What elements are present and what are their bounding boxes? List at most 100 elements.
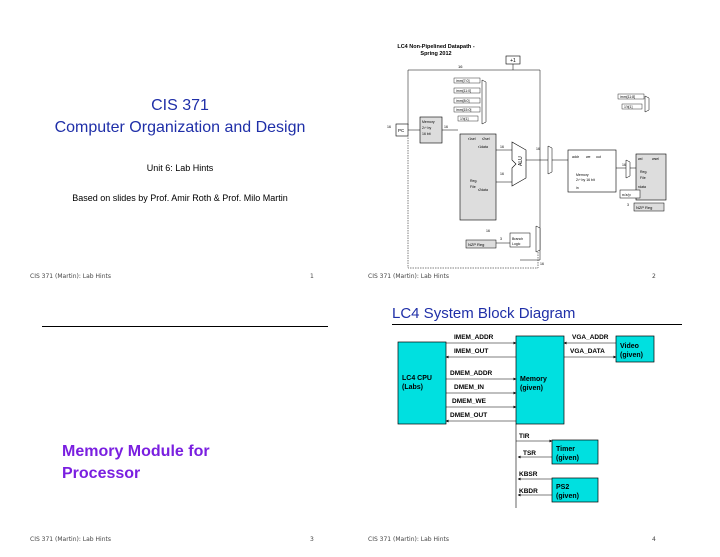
register-file-right [635,153,667,201]
timer-label-2: (given) [556,455,579,462]
nzp-width-left: 3 [500,237,502,241]
wd-label: wd [638,157,643,161]
logic-label: Logic [512,242,521,246]
plus-one-label: +1 [510,58,516,64]
signal-imem-addr: IMEM_ADDR [454,334,494,341]
dmem-port-out: out [596,155,601,159]
branch-width: 16 [486,229,490,233]
right-imm-box-2 [621,103,643,110]
imem-label: Memory [422,120,435,124]
pc-mux [481,79,487,125]
pc-width-label: 16 [387,125,391,129]
signal-dmem-out: DMEM_OUT [450,412,487,419]
nzp-reg-right-label: NZP Reg [636,205,652,210]
timer-block [551,439,599,465]
slide1-footer: CIS 371 (Martin): Lab Hints [30,273,111,280]
alu [511,141,527,187]
slide1-page-number: 1 [310,273,314,280]
rdata-label: rdata [638,185,646,189]
nzp-reg-left-label: NZP Reg [468,242,484,247]
top-wire [407,69,541,261]
video-label-1: Video [620,343,639,350]
signal-vga-addr: VGA_ADDR [572,334,609,341]
branch-logic [509,232,531,248]
right-imm-label-2: 1'b[1] [624,105,632,109]
imm-box-4 [453,106,481,113]
imm-label-3: imm[8:0] [456,99,469,103]
dmem-label: Memory [576,173,589,177]
signal-tsr: TSR [523,450,536,457]
imm-label-2: imm[11:0] [456,89,471,93]
signal-dmem-in: DMEM_IN [454,384,484,391]
slide3-footer: CIS 371 (Martin): Lab Hints [30,536,111,543]
imm-label-4: imm[15:0] [456,108,471,112]
nzp-box [619,189,641,199]
dmem-port-we: we [586,155,591,159]
mem-out-width: 16 [622,163,626,167]
slide3-title-line1: Memory Module for [62,443,210,460]
slide4-title: LC4 System Block Diagram [392,305,576,322]
r2data-label: r2data [478,188,488,192]
memory-label-1: Memory [520,376,547,383]
right-imm-label-1: imm[11:8] [620,95,635,99]
alu-label: ALU [518,156,524,166]
signal-dmem-addr: DMEM_ADDR [450,370,493,377]
signal-kbsr: KBSR [519,471,538,478]
slide3-rule [42,326,328,327]
dmem-in-label: in [576,186,579,190]
datapath-title-line1: LC4 Non-Pipelined Datapath - [397,44,474,50]
signal-tir: TIR [519,433,530,440]
ps2-block [551,477,599,503]
imm-label-5: 1'b[1] [460,117,468,121]
regfile-left-label-1: Reg. [470,179,477,183]
regfile-right-label-2: File [640,176,646,180]
slide2-footer: CIS 371 (Martin): Lab Hints [368,273,449,280]
slide4-rule [392,324,682,325]
imm-box-2 [453,87,481,94]
signal-imem-out: IMEM_OUT [454,348,488,355]
write-back-mux [625,159,631,179]
slide3-title-line2: Processor [62,465,141,482]
cpu-block [397,341,447,425]
bottom-width: 16 [540,262,544,266]
top-width-label: 16 [458,64,463,69]
nzp-width-right: 3 [627,203,629,207]
timer-label-1: Timer [556,446,575,453]
ps2-label-2: (given) [556,493,579,500]
slide1-subtitle: Unit 6: Lab Hints [146,163,214,173]
signal-kbdr: KBDR [519,488,538,495]
nzp-label: n/z/p [622,192,631,197]
regfile-left-label-2: File [470,185,476,189]
slide4-page-number: 4 [652,536,656,543]
r1-width: 16 [500,145,504,149]
slide4-footer: CIS 371 (Martin): Lab Hints [368,536,449,543]
slide3-page-number: 3 [310,536,314,543]
imem-width: 16 bit [422,132,431,136]
signal-vga-data: VGA_DATA [570,348,605,355]
cpu-label-1: LC4 CPU [402,375,432,382]
regfile-right-label-1: Reg. [640,170,647,174]
imm-label-1: imm[7:0] [456,79,469,83]
r1data-label: r1data [478,145,488,149]
slide3-title: Memory Module for Processor [62,441,302,485]
bottom-wire [407,136,539,269]
nzp-reg-right [633,202,665,212]
r2sel-label: r2sel [482,137,490,141]
r1sel-label: r1sel [468,137,476,141]
r2-width: 16 [500,172,504,176]
pc-label: PC [398,128,405,133]
imm-box-1 [453,77,481,84]
register-file-left [459,133,497,221]
wsel-label: wsel [652,157,659,161]
datapath-title-line2: Spring 2012 [420,51,451,57]
imm-box-3 [453,97,481,104]
cpu-label-2: (Labs) [402,384,423,391]
slide1-credit: Based on slides by Prof. Amir Roth & Pro… [72,193,288,203]
video-block [615,335,655,363]
result-mux [547,145,553,175]
branch-label: Branch [512,237,523,241]
alu-out-width: 16 [536,147,540,151]
imem-size: 2¹⁶ by [422,126,431,130]
